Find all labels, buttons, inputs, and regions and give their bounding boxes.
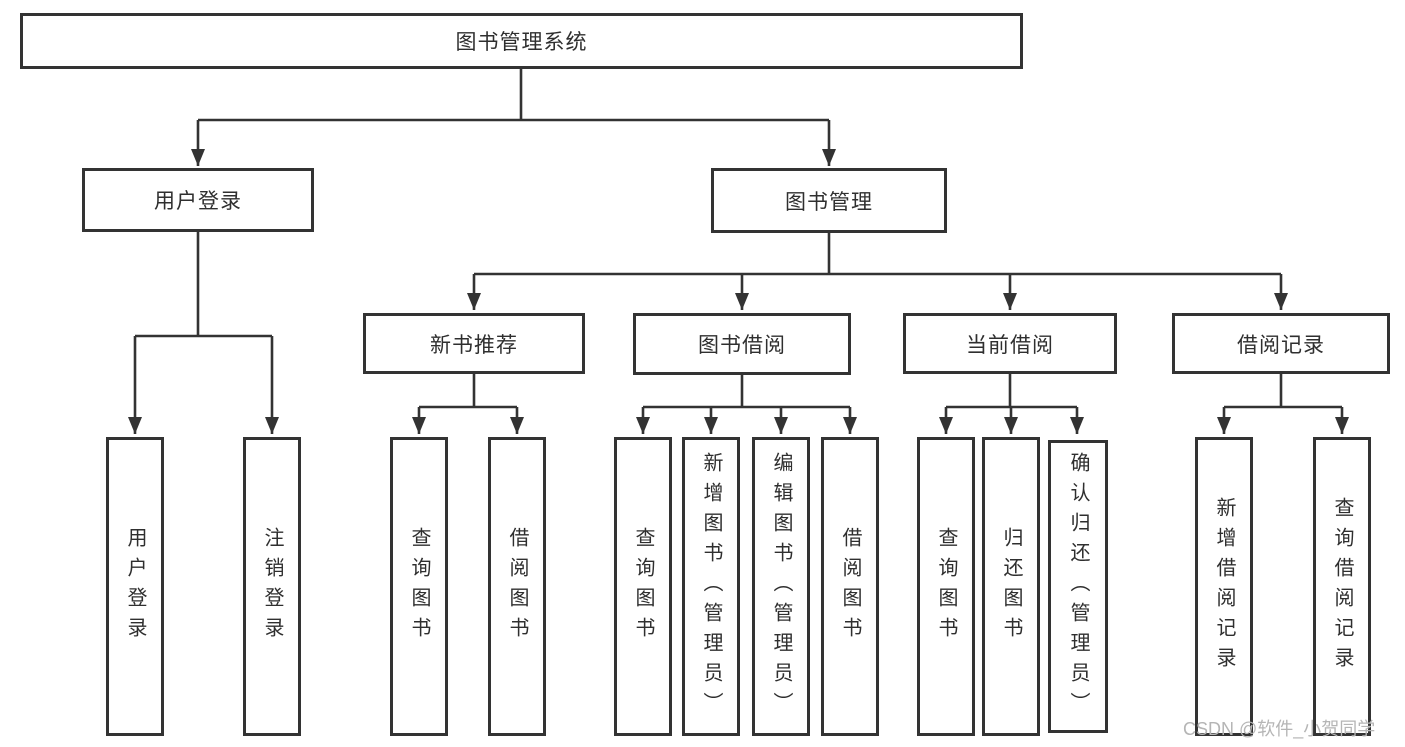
leaf-cb-query-book-label: 查询图书	[935, 526, 957, 647]
leaf-br-query-record: 查询借阅记录	[1313, 437, 1371, 736]
node-borrow-records-label: 借阅记录	[1237, 333, 1325, 357]
node-new-book-recommend: 新书推荐	[363, 313, 585, 374]
node-user-login: 用户登录	[82, 168, 314, 232]
leaf-user-login: 用户登录	[106, 437, 164, 736]
node-new-book-recommend-label: 新书推荐	[430, 333, 518, 357]
node-library-system-label: 图书管理系统	[455, 31, 588, 54]
leaf-br-add-record: 新增借阅记录	[1195, 437, 1253, 736]
leaf-logout: 注销登录	[243, 437, 301, 736]
leaf-bb-add-book-admin-label: 新增图书（管理员）	[700, 451, 722, 722]
leaf-user-login-label: 用户登录	[124, 526, 146, 647]
leaf-cb-return-book-label: 归还图书	[1000, 526, 1022, 647]
leaf-bb-edit-book-admin-label: 编辑图书（管理员）	[770, 451, 792, 722]
node-borrow-records: 借阅记录	[1172, 313, 1390, 374]
leaf-cb-confirm-return-admin-label: 确认归还（管理员）	[1067, 451, 1089, 722]
node-current-borrow: 当前借阅	[903, 313, 1117, 374]
leaf-nb-query-book: 查询图书	[390, 437, 448, 736]
leaf-bb-query-book-label: 查询图书	[632, 526, 654, 647]
leaf-bb-borrow-book: 借阅图书	[821, 437, 879, 736]
leaf-cb-confirm-return-admin: 确认归还（管理员）	[1048, 440, 1108, 733]
leaf-br-add-record-label: 新增借阅记录	[1213, 496, 1235, 677]
leaf-logout-label: 注销登录	[261, 526, 283, 647]
leaf-nb-borrow-book-label: 借阅图书	[506, 526, 528, 647]
node-user-login-label: 用户登录	[154, 190, 242, 213]
leaf-bb-query-book: 查询图书	[614, 437, 672, 736]
node-book-management: 图书管理	[711, 168, 947, 233]
node-library-system: 图书管理系统	[20, 13, 1023, 69]
leaf-bb-edit-book-admin: 编辑图书（管理员）	[752, 437, 810, 736]
csdn-watermark: CSDN @软件_小贺同学	[1183, 719, 1376, 739]
leaf-bb-borrow-book-label: 借阅图书	[839, 526, 861, 647]
leaf-bb-add-book-admin: 新增图书（管理员）	[682, 437, 740, 736]
leaf-br-query-record-label: 查询借阅记录	[1331, 496, 1353, 677]
node-book-borrow-label: 图书借阅	[698, 334, 786, 357]
node-current-borrow-label: 当前借阅	[966, 333, 1054, 357]
node-book-borrow: 图书借阅	[633, 313, 851, 375]
leaf-nb-borrow-book: 借阅图书	[488, 437, 546, 736]
leaf-cb-query-book: 查询图书	[917, 437, 975, 736]
leaf-cb-return-book: 归还图书	[982, 437, 1040, 736]
leaf-nb-query-book-label: 查询图书	[408, 526, 430, 647]
node-book-management-label: 图书管理	[785, 190, 873, 214]
